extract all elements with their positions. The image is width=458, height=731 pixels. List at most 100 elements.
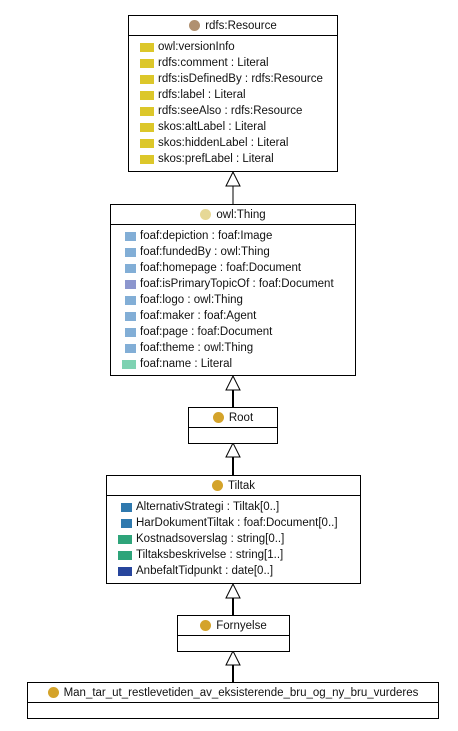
property-icon bbox=[118, 534, 132, 544]
empty-attribute-compartment bbox=[189, 428, 277, 444]
generalization-fornyelse-to-tiltak bbox=[225, 582, 241, 616]
property-icon bbox=[140, 42, 154, 52]
attribute-label: foaf:fundedBy : owl:Thing bbox=[140, 246, 270, 258]
property-icon bbox=[122, 279, 136, 289]
attribute-row[interactable]: owl:versionInfo bbox=[140, 39, 337, 55]
property-icon bbox=[118, 518, 132, 528]
resource-class-icon bbox=[189, 20, 201, 31]
generalization-thing-to-resource bbox=[225, 170, 241, 205]
attribute-row[interactable]: foaf:homepage : foaf:Document bbox=[122, 260, 355, 276]
property-icon bbox=[122, 327, 136, 337]
property-icon bbox=[122, 311, 136, 321]
property-icon bbox=[122, 295, 136, 305]
attribute-label: skos:prefLabel : Literal bbox=[158, 153, 274, 165]
property-icon bbox=[122, 231, 136, 241]
attribute-row[interactable]: skos:altLabel : Literal bbox=[140, 119, 337, 135]
generalization-man-tar-ut-to-fornyelse bbox=[225, 649, 241, 683]
property-icon bbox=[140, 122, 154, 132]
attribute-row[interactable]: foaf:logo : owl:Thing bbox=[122, 292, 355, 308]
attribute-label: rdfs:comment : Literal bbox=[158, 57, 269, 69]
attribute-label: foaf:maker : foaf:Agent bbox=[140, 310, 257, 322]
class-fornyelse[interactable]: Fornyelse bbox=[177, 615, 290, 652]
property-icon bbox=[140, 138, 154, 148]
class-header: owl:Thing bbox=[111, 205, 355, 225]
class-rdfs-resource[interactable]: rdfs:Resource owl:versionInfo rdfs:comment… bbox=[128, 15, 338, 172]
property-icon bbox=[140, 154, 154, 164]
generalization-tiltak-to-root bbox=[225, 441, 241, 476]
property-icon bbox=[118, 550, 132, 560]
attribute-row[interactable]: HarDokumentTiltak : foaf:Document[0..] bbox=[118, 515, 360, 531]
property-icon bbox=[122, 263, 136, 273]
empty-attribute-compartment bbox=[178, 636, 289, 652]
class-icon bbox=[200, 620, 212, 631]
property-icon bbox=[140, 58, 154, 68]
empty-attribute-compartment bbox=[28, 703, 438, 719]
attribute-row[interactable]: AnbefaltTidpunkt : date[0..] bbox=[118, 563, 360, 579]
class-header: Root bbox=[189, 408, 277, 428]
property-icon bbox=[118, 566, 132, 576]
class-man-tar-ut[interactable]: Man_tar_ut_restlevetiden_av_eksisterende… bbox=[27, 682, 439, 719]
attribute-list: owl:versionInfo rdfs:comment : Literal rdf… bbox=[129, 36, 337, 170]
property-icon bbox=[122, 359, 136, 369]
attribute-label: foaf:theme : owl:Thing bbox=[140, 342, 254, 354]
attribute-label: skos:altLabel : Literal bbox=[158, 121, 267, 133]
class-header: rdfs:Resource bbox=[129, 16, 337, 36]
attribute-row[interactable]: skos:hiddenLabel : Literal bbox=[140, 135, 337, 151]
generalization-root-to-thing bbox=[225, 374, 241, 408]
attribute-label: rdfs:isDefinedBy : rdfs:Resource bbox=[158, 73, 323, 85]
attribute-row[interactable]: rdfs:label : Literal bbox=[140, 87, 337, 103]
attribute-list: AlternativStrategi : Tiltak[0..] HarDokum… bbox=[107, 496, 360, 582]
attribute-row[interactable]: Kostnadsoverslag : string[0..] bbox=[118, 531, 360, 547]
attribute-label: foaf:homepage : foaf:Document bbox=[140, 262, 302, 274]
attribute-row[interactable]: foaf:maker : foaf:Agent bbox=[122, 308, 355, 324]
attribute-label: skos:hiddenLabel : Literal bbox=[158, 137, 289, 149]
property-icon bbox=[122, 343, 136, 353]
attribute-label: rdfs:label : Literal bbox=[158, 89, 246, 101]
class-name: owl:Thing bbox=[216, 208, 266, 221]
property-icon bbox=[140, 74, 154, 84]
attribute-label: AlternativStrategi : Tiltak[0..] bbox=[136, 501, 280, 513]
class-header: Man_tar_ut_restlevetiden_av_eksisterende… bbox=[28, 683, 438, 703]
attribute-label: HarDokumentTiltak : foaf:Document[0..] bbox=[136, 517, 338, 529]
attribute-row[interactable]: rdfs:isDefinedBy : rdfs:Resource bbox=[140, 71, 337, 87]
attribute-label: Tiltaksbeskrivelse : string[1..] bbox=[136, 549, 284, 561]
class-header: Tiltak bbox=[107, 476, 360, 496]
attribute-label: owl:versionInfo bbox=[158, 41, 235, 53]
attribute-row[interactable]: foaf:theme : owl:Thing bbox=[122, 340, 355, 356]
class-root[interactable]: Root bbox=[188, 407, 278, 444]
class-header: Fornyelse bbox=[178, 616, 289, 636]
attribute-row[interactable]: AlternativStrategi : Tiltak[0..] bbox=[118, 499, 360, 515]
attribute-label: foaf:logo : owl:Thing bbox=[140, 294, 243, 306]
attribute-row[interactable]: foaf:isPrimaryTopicOf : foaf:Document bbox=[122, 276, 355, 292]
class-icon bbox=[47, 687, 59, 698]
attribute-row[interactable]: skos:prefLabel : Literal bbox=[140, 151, 337, 167]
attribute-list: foaf:depiction : foaf:Image foaf:fundedBy… bbox=[111, 225, 355, 375]
attribute-label: foaf:isPrimaryTopicOf : foaf:Document bbox=[140, 278, 334, 290]
property-icon bbox=[140, 90, 154, 100]
thing-class-icon bbox=[200, 209, 212, 220]
class-name: rdfs:Resource bbox=[205, 19, 277, 32]
class-icon bbox=[211, 480, 223, 491]
attribute-row[interactable]: foaf:page : foaf:Document bbox=[122, 324, 355, 340]
attribute-label: foaf:name : Literal bbox=[140, 358, 233, 370]
property-icon bbox=[118, 502, 132, 512]
attribute-label: Kostnadsoverslag : string[0..] bbox=[136, 533, 285, 545]
attribute-row[interactable]: foaf:fundedBy : owl:Thing bbox=[122, 244, 355, 260]
attribute-row[interactable]: Tiltaksbeskrivelse : string[1..] bbox=[118, 547, 360, 563]
attribute-row[interactable]: rdfs:seeAlso : rdfs:Resource bbox=[140, 103, 337, 119]
property-icon bbox=[140, 106, 154, 116]
attribute-row[interactable]: foaf:depiction : foaf:Image bbox=[122, 228, 355, 244]
attribute-row[interactable]: foaf:name : Literal bbox=[122, 356, 355, 372]
attribute-label: rdfs:seeAlso : rdfs:Resource bbox=[158, 105, 303, 117]
class-name: Tiltak bbox=[227, 479, 256, 492]
class-name: Root bbox=[228, 411, 254, 424]
property-icon bbox=[122, 247, 136, 257]
attribute-row[interactable]: rdfs:comment : Literal bbox=[140, 55, 337, 71]
attribute-label: AnbefaltTidpunkt : date[0..] bbox=[136, 565, 274, 577]
class-icon bbox=[212, 412, 224, 423]
attribute-label: foaf:page : foaf:Document bbox=[140, 326, 273, 338]
class-name: Man_tar_ut_restlevetiden_av_eksisterende… bbox=[63, 686, 419, 699]
